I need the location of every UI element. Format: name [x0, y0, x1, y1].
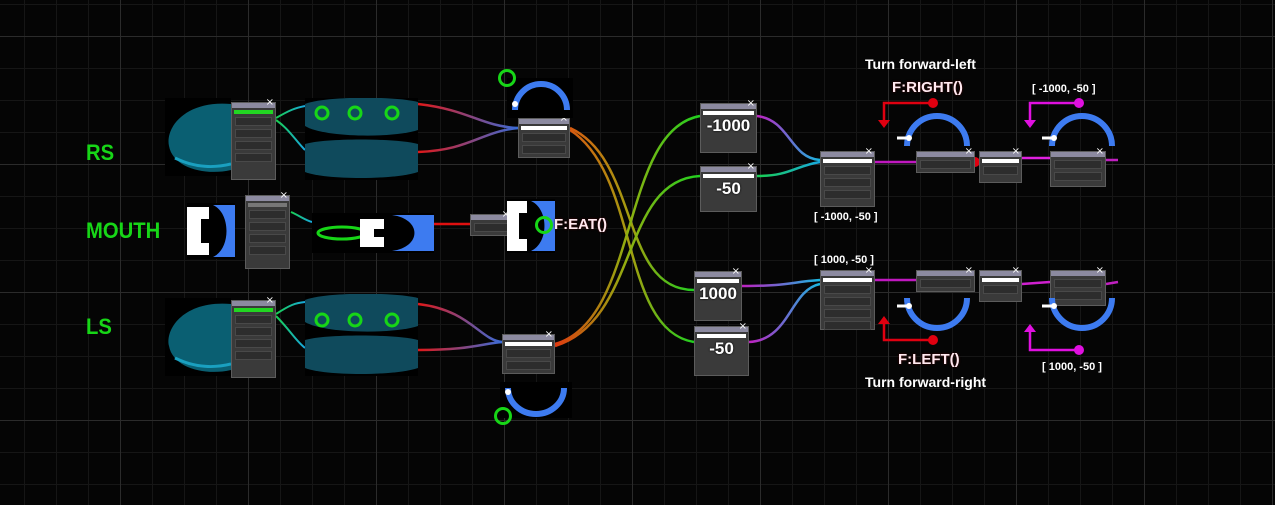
wire [1105, 280, 1119, 286]
mixer-node-bottom[interactable] [502, 329, 555, 374]
magenta-arrow-icon [1024, 324, 1036, 332]
wire [417, 340, 503, 352]
red-marker [928, 98, 938, 108]
close-icon[interactable] [1051, 146, 1105, 157]
wire [554, 174, 701, 348]
close-icon[interactable] [980, 265, 1021, 276]
close-icon[interactable] [695, 321, 748, 332]
mouth-view [312, 213, 434, 253]
label-rs: RS [86, 140, 115, 165]
value-node-bottom-a[interactable]: 1000 [694, 266, 742, 321]
wire [569, 128, 695, 344]
value-top-b: -50 [716, 179, 741, 198]
caption-forward-right: Turn forward-right [865, 374, 987, 390]
wire [275, 119, 306, 151]
value-node-bottom-b[interactable]: -50 [694, 321, 749, 376]
label-ls: LS [86, 314, 112, 339]
left-motor-node[interactable] [1050, 265, 1106, 306]
arc-actuator-icon [507, 78, 573, 118]
eye-view-ls [305, 294, 418, 376]
value-top-a: -1000 [706, 116, 751, 135]
wire [275, 315, 306, 349]
function-eat: F:EAT() [554, 216, 608, 233]
value-bottom-a: 1000 [699, 284, 737, 303]
sensor-ring-icon [494, 407, 512, 425]
wire [756, 160, 821, 178]
function-left: F:LEFT() [898, 351, 960, 368]
close-icon[interactable] [821, 265, 874, 276]
close-icon[interactable] [917, 265, 974, 276]
right-motor-node[interactable] [1050, 146, 1106, 187]
close-icon[interactable] [471, 209, 511, 220]
vector-bottom-right: [ 1000, -50 ] [1042, 361, 1102, 373]
close-icon[interactable] [519, 113, 569, 124]
close-icon[interactable] [232, 295, 275, 306]
wire [417, 126, 519, 154]
sensor-node-mouth[interactable] [245, 190, 290, 269]
close-icon[interactable] [695, 266, 741, 277]
vector-top-right: [ -1000, -50 ] [1032, 83, 1096, 95]
value-node-top-b[interactable]: -50 [700, 161, 757, 212]
value-bottom-b: -50 [709, 339, 734, 358]
vector-bottom-combine: [ 1000, -50 ] [814, 254, 874, 266]
eye-view-rs [305, 98, 418, 180]
wire [569, 126, 695, 292]
left-relay-node[interactable] [979, 265, 1022, 302]
arc-actuator-icon [500, 382, 572, 418]
arc-actuator-icon [895, 108, 971, 150]
close-icon[interactable] [701, 98, 756, 109]
combine-node-bottom[interactable] [820, 265, 875, 330]
close-icon[interactable] [701, 161, 756, 172]
close-icon[interactable] [503, 329, 554, 340]
wire [1021, 280, 1051, 286]
wire [741, 278, 821, 288]
mixer-node-top[interactable] [518, 113, 570, 158]
sensor-ring-icon [498, 69, 516, 87]
eat-node[interactable] [470, 209, 512, 236]
red-arrow-icon [878, 316, 890, 324]
arc-actuator-icon [1040, 108, 1116, 150]
eye-sensor-icon [165, 298, 231, 376]
magenta-arrow-icon [1024, 120, 1036, 128]
close-icon[interactable] [821, 146, 874, 157]
wire [290, 211, 313, 223]
label-mouth: MOUTH [86, 218, 161, 243]
arc-actuator-icon [1040, 294, 1116, 336]
eat-ring-icon [535, 216, 553, 234]
magenta-marker [1074, 98, 1084, 108]
close-icon[interactable] [232, 97, 275, 108]
wire [417, 302, 503, 344]
right-function-node[interactable] [916, 146, 975, 173]
red-arrow-icon [878, 120, 890, 128]
wire [748, 282, 821, 344]
wire [275, 301, 306, 315]
close-icon[interactable] [917, 146, 974, 157]
right-relay-node[interactable] [979, 146, 1022, 183]
caption-forward-left: Turn forward-left [865, 56, 976, 72]
combine-node-top[interactable] [820, 146, 875, 207]
wire [275, 105, 306, 119]
close-icon[interactable] [246, 190, 289, 201]
function-right: F:RIGHT() [892, 79, 963, 96]
eye-sensor-icon [165, 98, 231, 176]
sensor-node-rs[interactable] [231, 97, 276, 180]
vector-top-combine: [ -1000, -50 ] [814, 211, 878, 223]
arc-actuator-icon [895, 294, 971, 336]
left-function-node[interactable] [916, 265, 975, 292]
sensor-node-ls[interactable] [231, 295, 276, 378]
magenta-marker [1074, 345, 1084, 355]
wire [756, 114, 821, 162]
red-marker [928, 335, 938, 345]
close-icon[interactable] [1051, 265, 1105, 276]
close-icon[interactable] [980, 146, 1021, 157]
value-node-top-a[interactable]: -1000 [700, 98, 757, 153]
mouth-sensor-icon [187, 203, 235, 259]
wire [417, 102, 519, 130]
